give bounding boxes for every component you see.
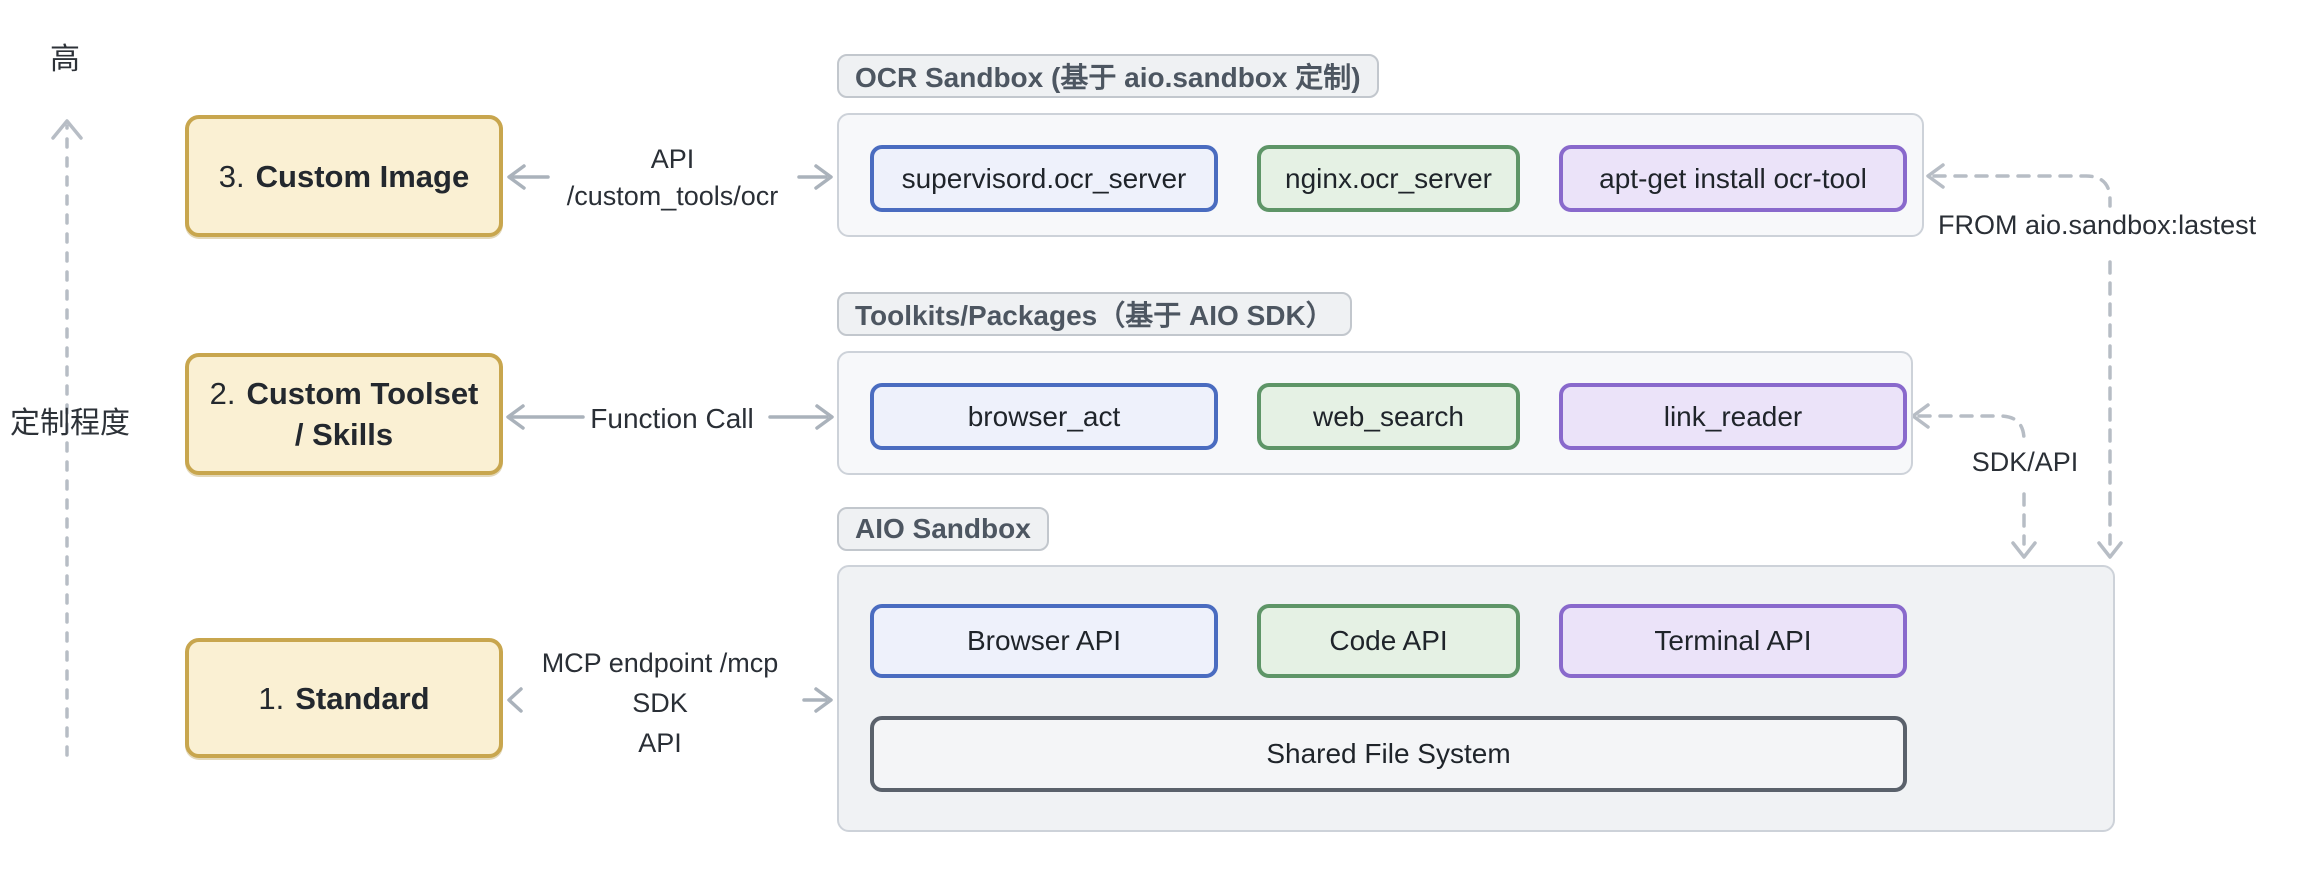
connector-label-line: /custom_tools/ocr (566, 181, 779, 211)
note-from-image: FROM aio.sandbox:lastest (1938, 210, 2257, 240)
level-standard: 1.Standard (185, 638, 503, 758)
connector-label-mcp: MCP endpoint /mcp SDK API (530, 643, 790, 763)
axis-label: 定制程度 (10, 407, 130, 440)
badge-toolkits: Toolkits/Packages（基于 AIO SDK） (837, 292, 1352, 336)
box-nginx-ocr-server: nginx.ocr_server (1257, 145, 1520, 212)
level-label-line2: / Skills (294, 417, 394, 452)
box-web-search: web_search (1257, 383, 1520, 450)
dashed-sdk-api-path (1911, 403, 2037, 559)
connector-label-function-call: Function Call (590, 403, 754, 434)
axis-top-label: 高 (50, 43, 80, 76)
group-aio-sandbox: Browser API Code API Terminal API Shared… (837, 565, 2115, 832)
level-label: 2.Custom Toolset (209, 376, 479, 411)
box-apt-get-install: apt-get install ocr-tool (1559, 145, 1907, 212)
connector-label-api: API /custom_tools/ocr (540, 141, 805, 215)
connector-label-line: MCP endpoint /mcp (541, 648, 779, 678)
level-label: 3.Custom Image (218, 158, 470, 194)
box-supervisord-ocr-server: supervisord.ocr_server (870, 145, 1218, 212)
note-sdk-api: SDK/API (1971, 447, 2079, 477)
group-toolkits: browser_act web_search link_reader (837, 351, 1913, 475)
level-label: 1.Standard (258, 680, 430, 716)
box-browser-api: Browser API (870, 604, 1218, 678)
box-code-api: Code API (1257, 604, 1520, 678)
badge-ocr-sandbox: OCR Sandbox (基于 aio.sandbox 定制) (837, 54, 1379, 98)
box-terminal-api: Terminal API (1559, 604, 1907, 678)
box-shared-file-system: Shared File System (870, 716, 1907, 792)
group-ocr-sandbox: supervisord.ocr_server nginx.ocr_server … (837, 113, 1924, 237)
connector-label-line: API (638, 728, 682, 758)
badge-aio-sandbox: AIO Sandbox (837, 507, 1049, 551)
box-browser-act: browser_act (870, 383, 1218, 450)
connector-label-line: SDK (632, 688, 688, 718)
connector-label-line: API (650, 144, 695, 174)
level-custom-image: 3.Custom Image (185, 115, 503, 237)
box-link-reader: link_reader (1559, 383, 1907, 450)
level-custom-toolset: 2.Custom Toolset / Skills (185, 353, 503, 475)
